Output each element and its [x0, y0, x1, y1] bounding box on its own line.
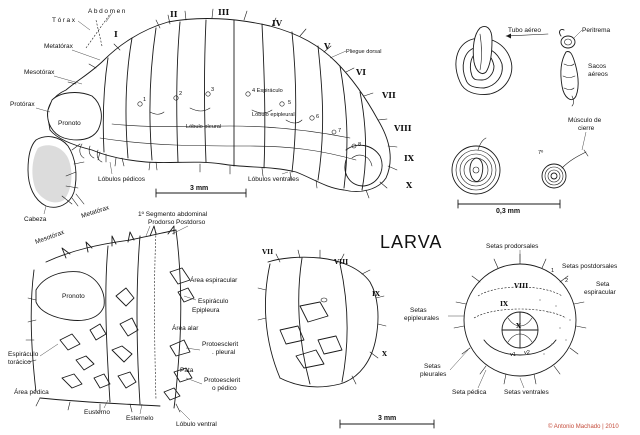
label-metatorax: Metatórax — [44, 43, 74, 50]
spiracle-number-8: 8 — [358, 142, 361, 148]
label-thorax-espiraculo-toracico-1: Espiráculo — [8, 351, 39, 358]
rear-numeral-10: X — [516, 322, 522, 330]
segment-numeral-6: VI — [355, 67, 366, 77]
label-sacos-aereos-2: aéreos — [588, 71, 609, 78]
label-thorax-postdorso: Postdorso — [176, 219, 206, 226]
rear-number-2: 2 — [565, 278, 568, 284]
label-lobulos-pedicos: Lóbulos pédicos — [98, 176, 146, 183]
abdomen-end-numeral-8: VIII — [333, 258, 348, 266]
spiracle-number-3: 3 — [211, 87, 214, 93]
thorax-detail: Mesotórax Metatórax 1º Segmento abdomina… — [8, 204, 240, 428]
abdomen-end-detail: VII VIII IX X 3 mm — [257, 248, 435, 429]
abdomen-end-numeral-9: IX — [372, 290, 381, 298]
abdomen-end-numeral-7: VII — [261, 248, 273, 256]
spiracle-detail: Tubo aéreo Peritrema Sacos aéreos 7º Mús… — [451, 26, 611, 215]
abdomen-end-numeral-10: X — [382, 350, 388, 358]
label-thorax-mesotorax: Mesotórax — [34, 229, 66, 246]
spiracle-number-1: 1 — [143, 97, 146, 103]
pronotum-shape — [47, 92, 102, 141]
scale-bar-main: 3 mm — [155, 185, 247, 198]
label-musculo-2: cierre — [578, 125, 595, 132]
label-thorax-metatorax: Metatórax — [80, 204, 110, 220]
label-tubo-aereo: Tubo aéreo — [508, 27, 541, 34]
label-thorax-eusterno: Eusterno — [84, 409, 110, 416]
label-thorax-pata: Pata — [180, 367, 194, 374]
label-pronoto: Pronoto — [58, 120, 81, 127]
plate-title: LARVA — [380, 232, 442, 252]
label-cabeza: Cabeza — [24, 216, 47, 223]
spiracle-number-2: 2 — [179, 91, 182, 97]
segment-numeral-9: IX — [404, 153, 415, 163]
label-spiracle-number: 7º — [538, 149, 543, 156]
label-thorax-area-pedica: Área pédica — [14, 387, 49, 396]
segment-numeral-2: II — [170, 9, 178, 19]
label-thorax-pronoto: Pronoto — [62, 293, 85, 300]
label-thorax-espiraculo-toracico-2: torácico — [8, 359, 31, 366]
label-setas-epipleurales-1: Setas — [410, 307, 427, 314]
rear-v1: v1 — [510, 352, 516, 358]
label-espiraculo: 4 Espiráculo — [252, 88, 283, 94]
spiracle-number-6: 6 — [316, 114, 319, 120]
segment-numeral-5: V — [323, 41, 331, 51]
label-thorax-esternelo: Esternelo — [126, 415, 154, 422]
scale-bar-bottom: 3 mm — [339, 415, 435, 429]
segment-numeral-3: III — [218, 7, 229, 17]
segment-numeral-10: X — [406, 180, 413, 190]
label-lobulo-epipleural: Lóbulo epipleural — [252, 112, 295, 118]
label-seta-1: Seta — [596, 281, 610, 288]
thorax-pronotum — [35, 271, 105, 321]
label-torax: Tórax — [52, 17, 77, 24]
label-thorax-espiraculo: Espiráculo — [198, 298, 229, 305]
rear-view-detail: VIII IX X 1 2 v1 v2 Setas prodorsales Se… — [404, 243, 618, 396]
segment-numeral-8: VIII — [393, 123, 412, 133]
segment-numeral-1: I — [114, 29, 118, 39]
label-protorax: Protórax — [10, 101, 35, 108]
scale-bar-spiracle: 0,3 mm — [457, 199, 561, 215]
rear-v2: v2 — [524, 350, 530, 356]
label-pliegue-dorsal: Pliegue dorsal — [346, 49, 381, 55]
spiracle-number-7: 7 — [338, 128, 341, 134]
copyright-credit: © Antonio Machado | 2010 — [548, 423, 619, 430]
segment-numeral-7: VII — [381, 90, 396, 100]
rear-numeral-8: VIII — [513, 282, 528, 290]
label-setas-ventrales: Setas ventrales — [504, 389, 550, 396]
label-thorax-protoesclerito-pedico-2: o pédico — [212, 385, 237, 392]
scale-label-bottom: 3 mm — [378, 415, 396, 422]
scale-label-main: 3 mm — [190, 185, 208, 192]
label-thorax-protoesclerito-pleural-1: Protoesclerit — [202, 341, 238, 348]
label-seta-pedica: Seta pédica — [452, 389, 487, 396]
label-setas-pleurales-1: Setas — [424, 363, 441, 370]
label-abdomen: Abdomen — [88, 8, 127, 15]
label-thorax-lobulo-ventral: Lóbulo ventral — [176, 421, 217, 428]
label-setas-prodorsales: Setas prodorsales — [486, 243, 539, 250]
rear-number-1: 1 — [551, 268, 554, 274]
label-thorax-protoesclerito-pedico-1: Protoesclerit — [204, 377, 240, 384]
label-sacos-aereos-1: Sacos — [588, 63, 607, 70]
label-lobulo-pleural: Lóbulo pleural — [186, 124, 221, 130]
label-thorax-protoesclerito-pleural-2: . pleural — [212, 349, 236, 356]
label-lobulos-ventrales: Lóbulos ventrales — [248, 176, 300, 183]
label-thorax-segmento: 1º Segmento abdominal — [138, 211, 208, 218]
label-thorax-area-alar: Área alar — [172, 323, 199, 332]
scale-label-spiracle: 0,3 mm — [496, 208, 520, 215]
larva-body-outline — [47, 18, 391, 192]
label-seta-espiracular: espiracular — [584, 289, 617, 296]
label-thorax-epipleura: Epipleura — [192, 307, 220, 314]
label-setas-postdorsales: Setas postdorsales — [562, 263, 618, 270]
lateral-larva-view: Tórax Abdomen I II III IV V VI VII VIII … — [10, 7, 415, 223]
label-setas-epipleurales-2: epipleurales — [404, 315, 440, 322]
rear-numeral-9: IX — [500, 300, 509, 308]
spiracle-number-5: 5 — [288, 100, 291, 106]
label-thorax-area-espiracular: Área espiracular — [190, 275, 238, 284]
label-thorax-prodorso: Prodorso — [148, 219, 175, 226]
label-setas-pleurales-2: pleurales — [420, 371, 447, 378]
label-peritrema: Peritrema — [582, 27, 611, 34]
segment-numeral-4: IV — [272, 18, 283, 28]
label-mesotorax: Mesotórax — [24, 69, 55, 76]
label-musculo-1: Músculo de — [568, 117, 602, 124]
